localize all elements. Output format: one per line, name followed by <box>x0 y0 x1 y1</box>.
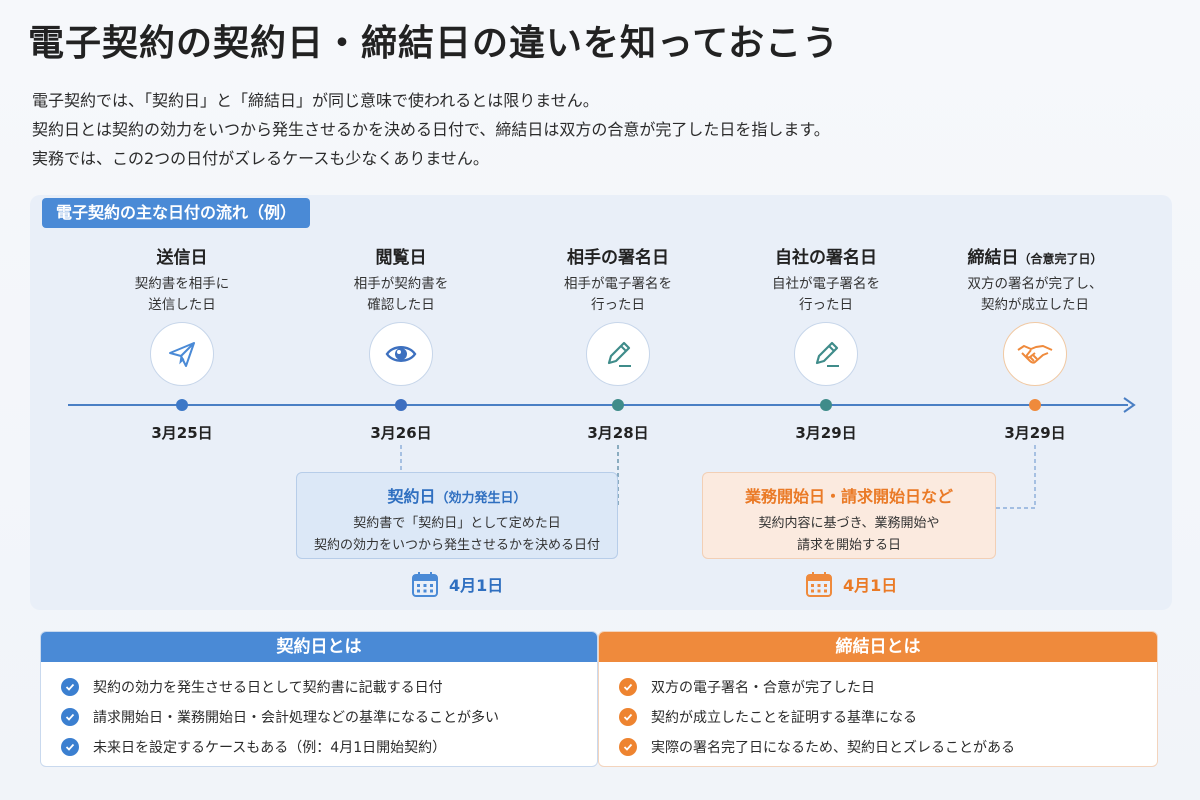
check-icon <box>61 708 79 726</box>
conclusion-date-box: 締結日とは 双方の電子署名・合意が完了した日 契約が成立したことを証明する基準に… <box>598 631 1158 767</box>
list-item: 契約が成立したことを証明する基準になる <box>619 702 1157 732</box>
pen-icon <box>815 341 839 367</box>
box-header: 契約日とは <box>41 632 597 662</box>
flow-label: 電子契約の主な日付の流れ（例） <box>42 198 311 228</box>
step-icon-circle <box>150 322 214 386</box>
step-name: 締結日（合意完了日） <box>967 248 1103 268</box>
timeline-arrowhead <box>1123 397 1136 413</box>
page-title: 電子契約の契約日・締結日の違いを知っておこう <box>28 23 840 64</box>
step-conclusion: 締結日（合意完了日） 双方の署名が完了し、契約が成立した日 <box>935 243 1135 316</box>
list-item: 双方の電子署名・合意が完了した日 <box>619 672 1157 702</box>
step-name: 相手の署名日 <box>567 248 669 268</box>
calendar-icon <box>806 572 832 597</box>
contract-date-callout: 契約日（効力発生日） 契約書で「契約日」として定めた日契約の効力をいつから発生さ… <box>296 472 618 559</box>
step-date: 3月28日 <box>587 424 649 442</box>
step-partner-sign: 相手の署名日 相手が電子署名を行った日 <box>518 243 718 316</box>
step-icon-circle <box>369 322 433 386</box>
timeline-dot <box>1029 399 1041 411</box>
step-date: 3月29日 <box>795 424 857 442</box>
step-icon-circle <box>1003 322 1067 386</box>
pen-icon <box>607 341 631 367</box>
callout-title: 業務開始日・請求開始日など <box>744 487 953 506</box>
step-icon-circle <box>586 322 650 386</box>
step-view: 閲覧日 相手が契約書を確認した日 <box>301 243 501 316</box>
list-item: 未来日を設定するケースもある（例：4月1日開始契約） <box>61 732 597 762</box>
timeline-dot <box>612 399 624 411</box>
effective-date-text: 4月1日 <box>449 576 504 595</box>
timeline-dot <box>820 399 832 411</box>
business-start-callout: 業務開始日・請求開始日など 契約内容に基づき、業務開始や請求を開始する日 <box>702 472 996 559</box>
business-start-date-text: 4月1日 <box>843 576 898 595</box>
step-desc: 相手が電子署名を行った日 <box>564 276 672 313</box>
calendar-icon <box>412 572 438 597</box>
check-icon <box>619 678 637 696</box>
step-date: 3月29日 <box>1004 424 1066 442</box>
timeline-dot <box>176 399 188 411</box>
business-start-date: 4月1日 <box>805 570 897 598</box>
list-item: 請求開始日・業務開始日・会計処理などの基準になることが多い <box>61 702 597 732</box>
intro-line: 電子契約では、「契約日」と「締結日」が同じ意味で使われるとは限りません。 <box>32 91 599 110</box>
contract-date-box: 契約日とは 契約の効力を発生させる日として契約書に記載する日付 請求開始日・業務… <box>40 631 598 767</box>
step-own-sign: 自社の署名日 自社が電子署名を行った日 <box>726 243 926 316</box>
callout-desc: 契約書で「契約日」として定めた日契約の効力をいつから発生させるかを決める日付 <box>313 516 600 553</box>
intro-text: 電子契約では、「契約日」と「締結日」が同じ意味で使われるとは限りません。 契約日… <box>32 86 830 173</box>
list-item: 実際の署名完了日になるため、契約日とズレることがある <box>619 732 1157 762</box>
step-name: 送信日 <box>156 248 208 268</box>
paper-plane-icon <box>169 342 195 367</box>
step-name: 自社の署名日 <box>775 248 877 268</box>
step-name: 閲覧日 <box>375 248 427 268</box>
step-send: 送信日 契約書を相手に送信した日 <box>82 243 282 316</box>
intro-line: 実務では、この2つの日付がズレるケースも少なくありません。 <box>32 149 489 168</box>
check-icon <box>61 678 79 696</box>
list-item: 契約の効力を発生させる日として契約書に記載する日付 <box>61 672 597 702</box>
intro-line: 契約日とは契約の効力をいつから発生させるかを決める日付で、締結日は双方の合意が完… <box>32 120 830 139</box>
step-desc: 自社が電子署名を行った日 <box>772 276 880 313</box>
contract-effective-date: 4月1日 <box>411 570 503 598</box>
step-desc: 契約書を相手に送信した日 <box>134 276 230 313</box>
step-desc: 相手が契約書を確認した日 <box>353 276 449 313</box>
step-date: 3月26日 <box>370 424 432 442</box>
callout-title: 契約日（効力発生日） <box>387 487 527 506</box>
callout-desc: 契約内容に基づき、業務開始や請求を開始する日 <box>758 516 940 553</box>
box-header: 締結日とは <box>599 632 1157 662</box>
step-date: 3月25日 <box>151 424 213 442</box>
check-icon <box>619 738 637 756</box>
step-desc: 双方の署名が完了し、契約が成立した日 <box>967 276 1103 313</box>
step-icon-circle <box>794 322 858 386</box>
check-icon <box>61 738 79 756</box>
check-icon <box>619 708 637 726</box>
eye-icon <box>385 346 417 362</box>
timeline-dot <box>395 399 407 411</box>
handshake-icon <box>1017 345 1053 364</box>
